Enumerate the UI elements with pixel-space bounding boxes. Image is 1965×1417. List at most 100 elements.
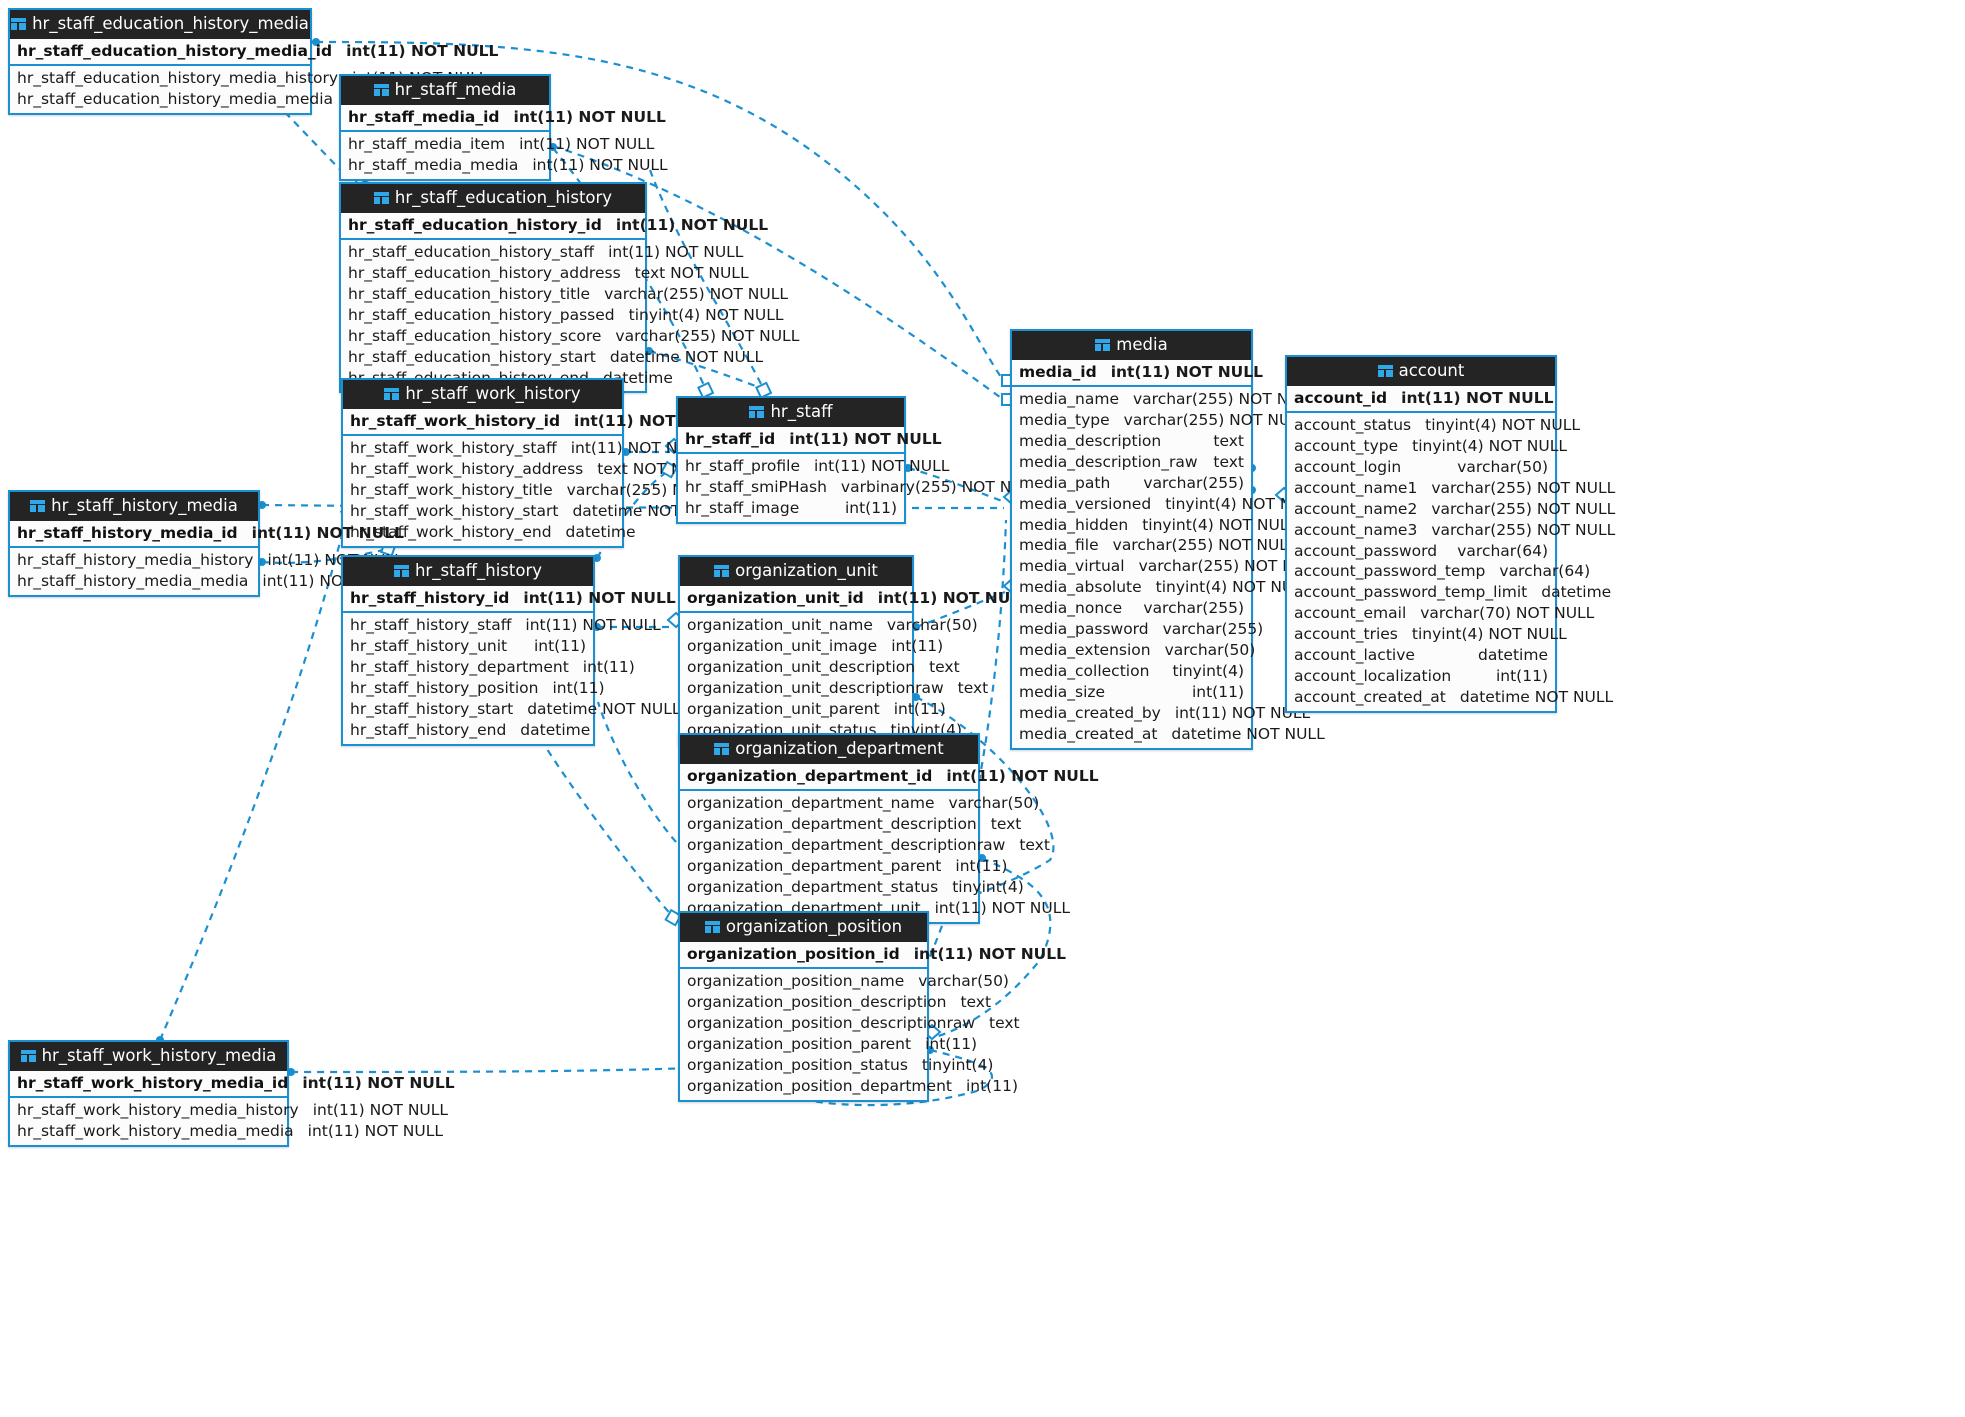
table-header-account[interactable]: account <box>1287 357 1555 387</box>
table-header-hr_staff_education_history_media[interactable]: hr_staff_education_history_media <box>10 10 310 40</box>
table-header-organization_department[interactable]: organization_department <box>680 735 978 765</box>
table-header-hr_staff_work_history[interactable]: hr_staff_work_history <box>343 380 622 410</box>
table-hr_staff_work_history[interactable]: hr_staff_work_history hr_staff_work_histo… <box>341 378 751 548</box>
table-header-organization_unit[interactable]: organization_unit <box>680 557 912 587</box>
table-header-hr_staff_education_history[interactable]: hr_staff_education_history <box>341 184 645 214</box>
table-header-organization_position[interactable]: organization_position <box>680 913 927 943</box>
table-header-hr_staff_history[interactable]: hr_staff_history <box>343 557 593 587</box>
table-header-hr_staff_work_history_media[interactable]: hr_staff_work_history_media <box>10 1042 287 1072</box>
column-row[interactable]: hr_staff_education_history_media_history… <box>10 68 487 89</box>
column-row[interactable]: hr_staff_education_history_media_mediain… <box>10 89 482 110</box>
table-header-hr_staff[interactable]: hr_staff <box>678 398 904 428</box>
